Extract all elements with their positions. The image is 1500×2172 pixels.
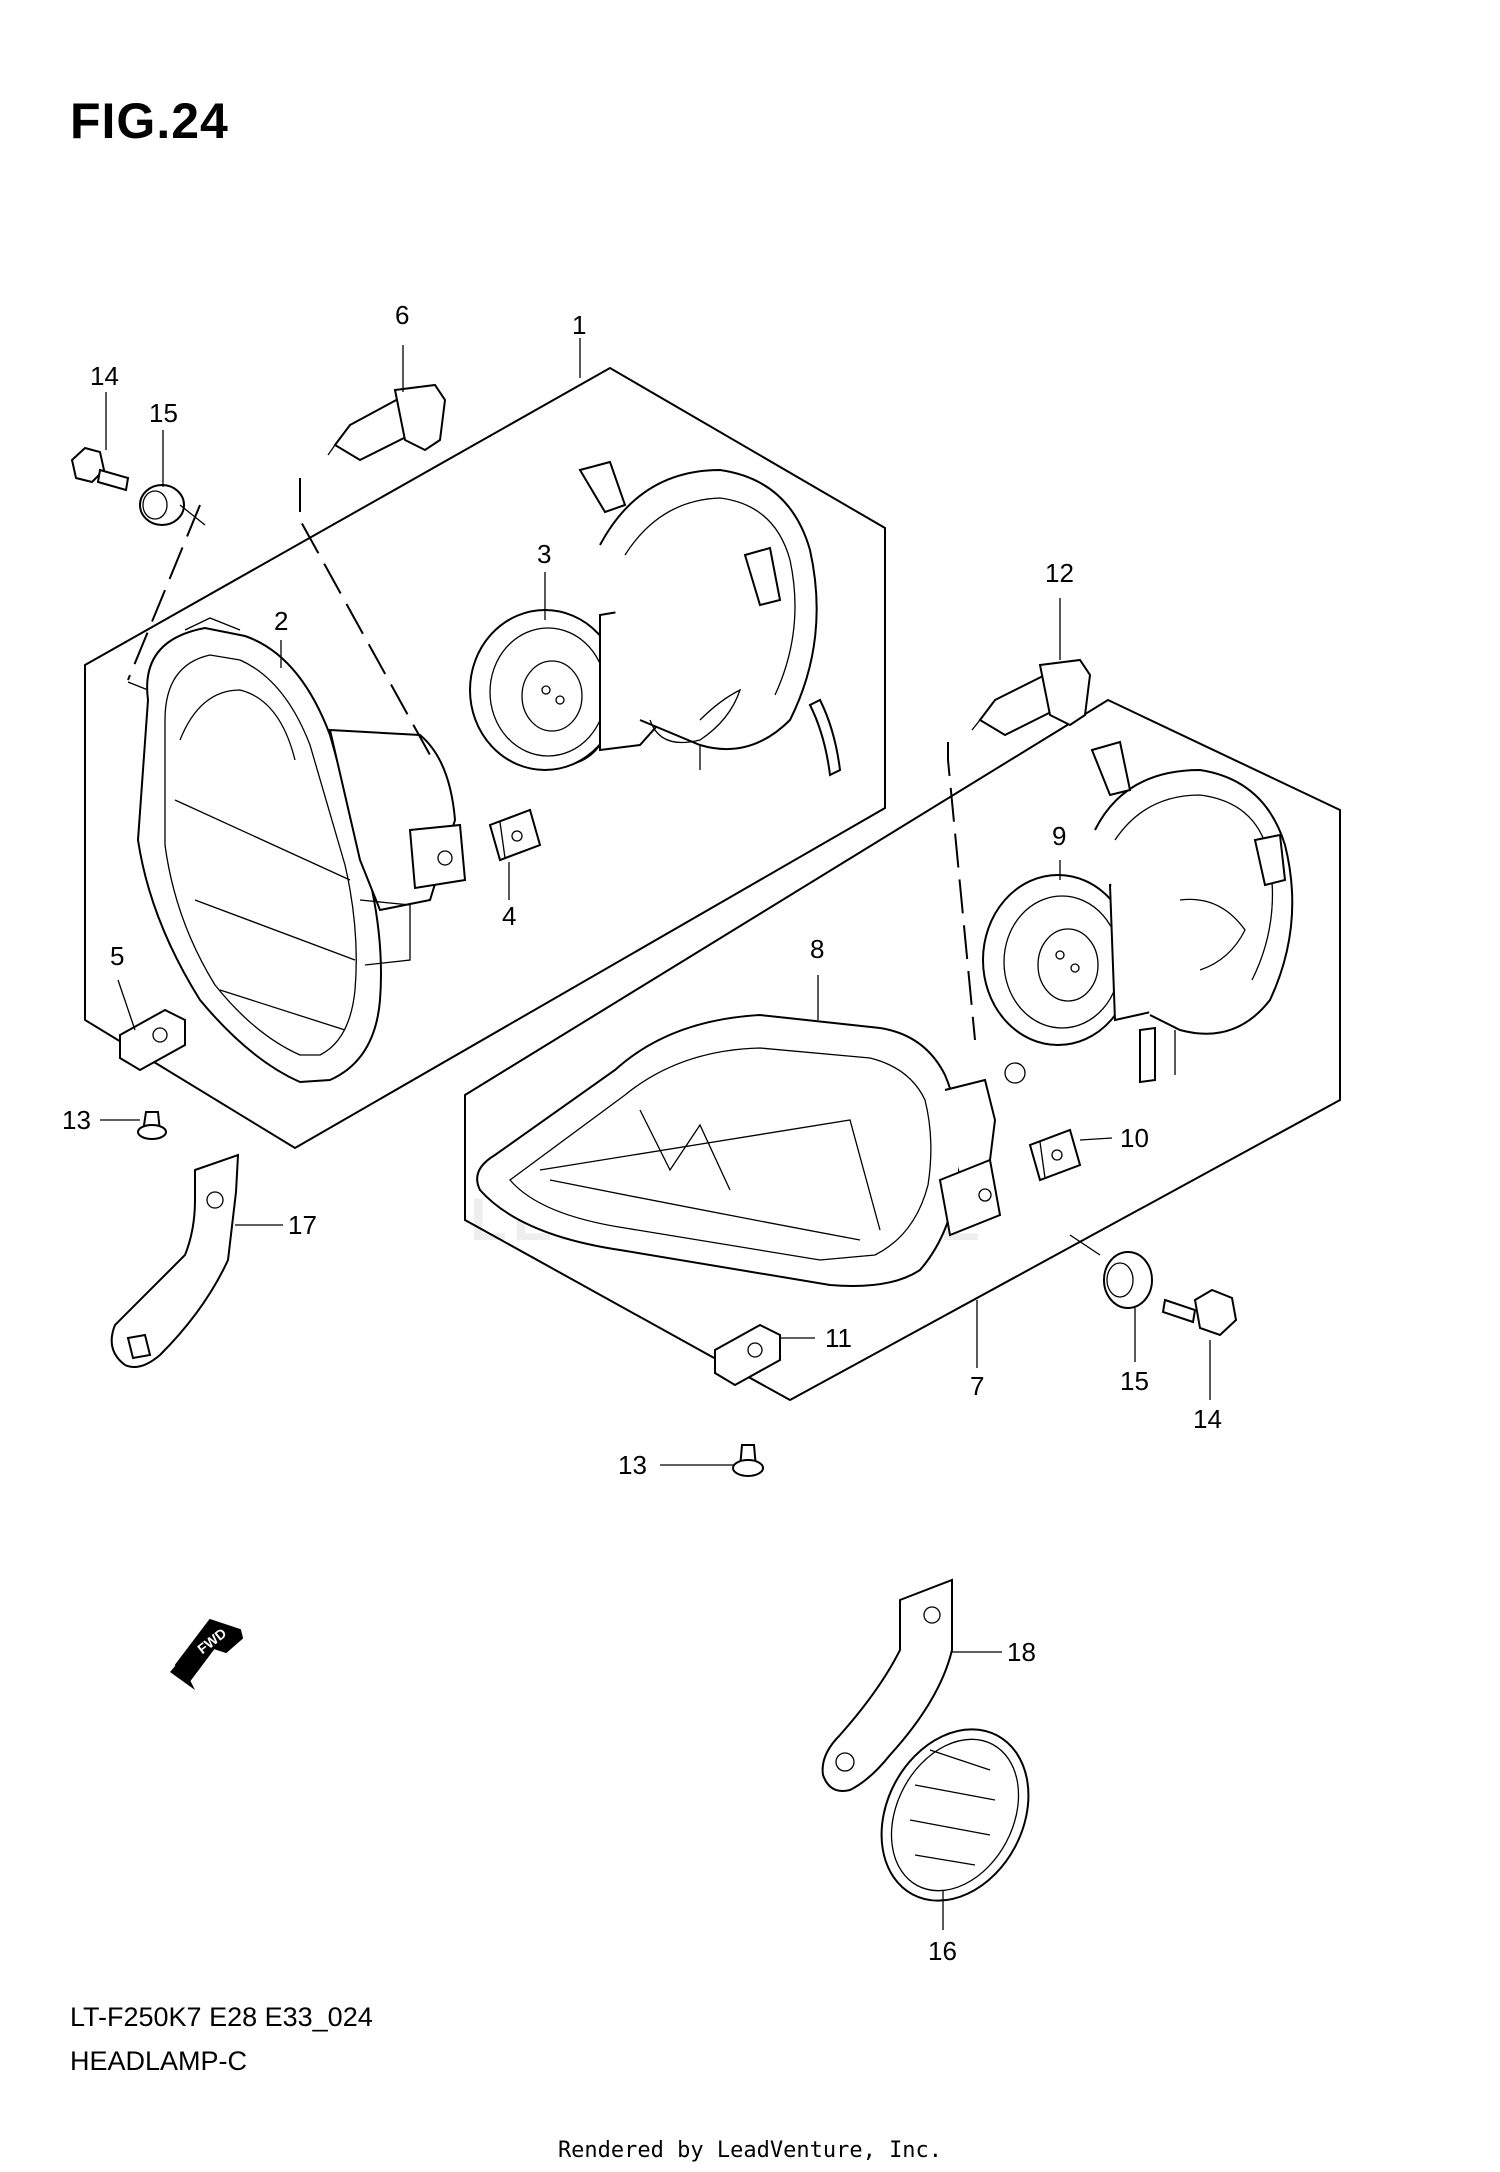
screw-13-right [732, 1444, 764, 1477]
rendered-by-credit: Rendered by LeadVenture, Inc. [557, 2138, 943, 2163]
callout-8: 8 [810, 934, 824, 964]
headlamp-assembly-right [464, 698, 1341, 1402]
reflector-ring-left [578, 460, 842, 777]
callout-6: 6 [395, 300, 409, 330]
nut-5 [119, 1008, 186, 1072]
callout-9: 9 [1052, 821, 1066, 851]
headlamp-assembly-left [84, 366, 886, 1150]
callout-1: 1 [572, 310, 586, 340]
nut-11 [714, 1323, 781, 1387]
bulb-12 [971, 658, 1092, 737]
forward-arrow-icon: FWD [170, 1618, 244, 1690]
reflector-ring-right [1090, 740, 1294, 1084]
callout-13-right: 13 [618, 1450, 647, 1480]
callout-2: 2 [274, 606, 288, 636]
diagram-code: LT-F250K7 E28 E33_024 [70, 2002, 373, 2032]
headlamp-housing-right [476, 1013, 1026, 1287]
figure-title: FIG.24 [70, 93, 229, 149]
callout-11: 11 [825, 1323, 852, 1353]
screw-13-left [137, 1111, 167, 1140]
reflector-16 [880, 1728, 1030, 1902]
leader-lines [100, 338, 1211, 1930]
bolt-14-right [1161, 1288, 1238, 1337]
headlamp-housing-left [136, 617, 467, 1084]
callout-18: 18 [1007, 1637, 1036, 1667]
bracket-17 [110, 1153, 240, 1368]
callout-14-right: 14 [1193, 1404, 1222, 1434]
callout-labels: 1 2 3 4 5 6 7 8 9 10 11 12 13 13 14 14 1… [62, 300, 1222, 1966]
callout-15-right: 15 [1120, 1366, 1149, 1396]
bolt-14-left [70, 446, 130, 492]
grommet-15-right [1069, 1234, 1153, 1309]
clip-4 [488, 808, 542, 862]
callout-3: 3 [537, 539, 551, 569]
callout-16: 16 [928, 1936, 957, 1966]
callout-4: 4 [502, 901, 516, 931]
callout-15-left: 15 [149, 398, 178, 428]
callout-7: 7 [970, 1371, 984, 1401]
callout-10: 10 [1120, 1123, 1149, 1153]
grommet-15-left [139, 484, 206, 526]
callout-12: 12 [1045, 558, 1074, 588]
bulb-6 [327, 383, 447, 462]
bracket-18 [821, 1578, 953, 1792]
callout-14-left: 14 [90, 361, 119, 391]
callout-13-left: 13 [62, 1105, 91, 1135]
callout-5: 5 [110, 941, 124, 971]
clip-10 [1028, 1128, 1082, 1182]
diagram-name: HEADLAMP-C [70, 2046, 248, 2076]
callout-17: 17 [288, 1210, 317, 1240]
